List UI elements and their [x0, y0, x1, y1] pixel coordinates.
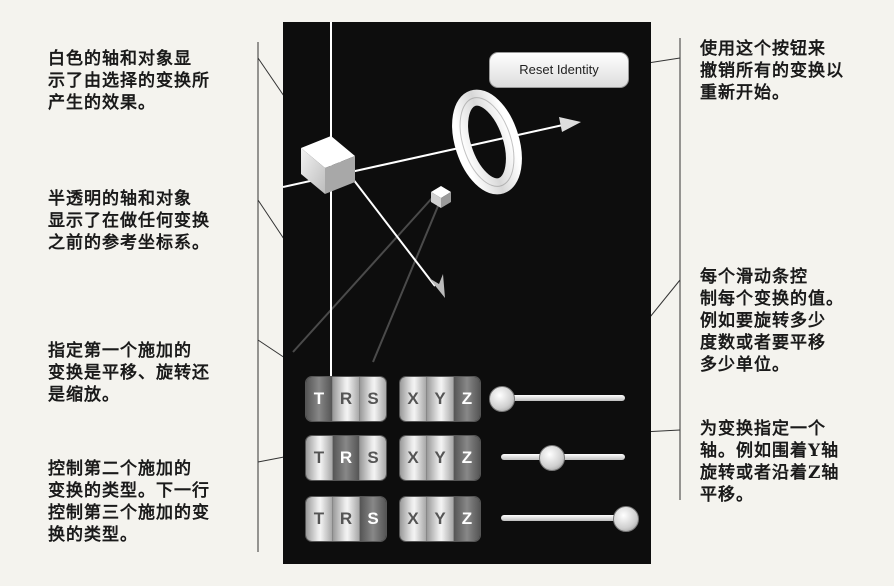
slider-thumb[interactable]: [613, 506, 639, 532]
y-axis-segment[interactable]: Y: [427, 497, 454, 541]
annotation-reset: 使用这个按钮来 撤销所有的变换以 重新开始。: [700, 39, 844, 103]
annotation-second-transform: 控制第二个施加的 变换的类型。下一行 控制第三个施加的变 换的类型。: [48, 459, 210, 545]
transform-type-picker[interactable]: T R S: [305, 496, 387, 542]
z-axis-arrowhead: [429, 274, 445, 298]
annotation-first-transform: 指定第一个施加的 变换是平移、旋转还 是缩放。: [48, 341, 210, 405]
transform-type-picker[interactable]: T R S: [305, 376, 387, 422]
scale-segment[interactable]: S: [360, 497, 386, 541]
z-axis-segment[interactable]: Z: [454, 377, 480, 421]
translate-segment[interactable]: T: [306, 436, 333, 480]
x-axis-segment[interactable]: X: [400, 377, 427, 421]
y-axis-segment[interactable]: Y: [427, 436, 454, 480]
reference-axes: [292, 193, 444, 363]
transform-row-3: T R S X Y Z: [305, 496, 639, 542]
transform-row-2: T R S X Y Z: [305, 435, 635, 481]
axis-picker[interactable]: X Y Z: [399, 376, 481, 422]
value-slider[interactable]: [493, 435, 633, 479]
slider-thumb[interactable]: [489, 386, 515, 412]
scene-3d: [283, 22, 581, 382]
transform-type-picker[interactable]: T R S: [305, 435, 387, 481]
x-axis-segment[interactable]: X: [400, 497, 427, 541]
value-slider[interactable]: [489, 376, 633, 420]
rotate-segment[interactable]: R: [333, 436, 360, 480]
y-axis-segment[interactable]: Y: [427, 377, 454, 421]
z-axis-segment[interactable]: Z: [454, 436, 480, 480]
scale-segment[interactable]: S: [360, 377, 386, 421]
value-slider[interactable]: [493, 496, 639, 540]
annotation-slider: 每个滑动条控 制每个变换的值。 例如要旋转多少 度数或者要平移 多少单位。: [700, 267, 844, 375]
transformed-cube: [301, 136, 355, 194]
translate-segment[interactable]: T: [306, 377, 333, 421]
slider-track: [501, 515, 625, 521]
app-screen: Reset Identity T R S X Y Z T R S X Y Z: [283, 22, 651, 564]
axis-picker[interactable]: X Y Z: [399, 496, 481, 542]
reset-identity-button[interactable]: Reset Identity: [489, 52, 629, 88]
z-axis-segment[interactable]: Z: [454, 497, 480, 541]
reference-cube: [431, 186, 451, 208]
rotate-segment[interactable]: R: [333, 377, 360, 421]
slider-thumb[interactable]: [538, 445, 565, 471]
annotation-white-axis: 白色的轴和对象显 示了由选择的变换所 产生的效果。: [48, 49, 210, 113]
slider-track: [501, 395, 625, 401]
translate-segment[interactable]: T: [306, 497, 333, 541]
scale-segment[interactable]: S: [360, 436, 386, 480]
annotation-axis: 为变换指定一个 轴。例如围着Y轴 旋转或者沿着Z轴 平移。: [700, 419, 840, 505]
annotation-translucent-axis: 半透明的轴和对象 显示了在做任何变换 之前的参考坐标系。: [48, 189, 210, 253]
x-axis-segment[interactable]: X: [400, 436, 427, 480]
axis-picker[interactable]: X Y Z: [399, 435, 481, 481]
rotate-segment[interactable]: R: [333, 497, 360, 541]
torus: [452, 89, 522, 195]
x-axis-arrowhead: [559, 117, 581, 132]
transform-row-1: T R S X Y Z: [305, 376, 635, 422]
